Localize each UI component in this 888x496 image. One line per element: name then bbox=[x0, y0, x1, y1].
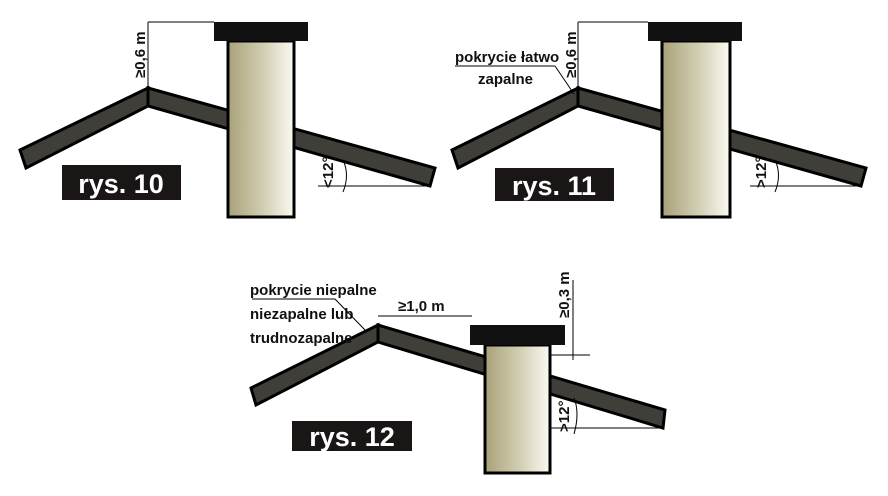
chimney-cap bbox=[648, 22, 742, 41]
height-dimension: ≥0,6 m bbox=[132, 31, 149, 78]
roof-left bbox=[450, 85, 580, 171]
distance-dimension: ≥1,0 m bbox=[398, 298, 445, 315]
note-line: pokrycie łatwo bbox=[455, 49, 559, 66]
chimney-cap bbox=[214, 22, 308, 41]
angle-label: <12° bbox=[320, 157, 337, 188]
chimney-body bbox=[660, 39, 732, 219]
figure-label-box bbox=[62, 165, 181, 200]
figure-11: ≥0,6 m pokrycie łatwo zapalne >12° rys. … bbox=[450, 21, 868, 219]
figure-label-box bbox=[495, 168, 614, 201]
note-line: zapalne bbox=[478, 71, 533, 88]
figure-label: rys. 10 bbox=[78, 169, 164, 199]
figure-label-box bbox=[292, 421, 412, 451]
figure-10: ≥0,6 m <12° rys. 10 bbox=[18, 21, 437, 219]
height-dimension: ≥0,3 m bbox=[556, 271, 573, 318]
angle-label: >12° bbox=[753, 157, 770, 188]
height-dimension: ≥0,6 m bbox=[563, 31, 580, 78]
figure-label: rys. 12 bbox=[309, 422, 395, 452]
figure-12: ≥1,0 m ≥0,3 m pokrycie niepalne niezapal… bbox=[249, 271, 667, 475]
figure-label: rys. 11 bbox=[512, 171, 596, 201]
note-line: niezapalne lub bbox=[250, 306, 353, 323]
angle-label: >12° bbox=[556, 401, 573, 432]
roof-left bbox=[18, 85, 150, 171]
chimney-body bbox=[483, 343, 552, 475]
note-line: trudnozapalne bbox=[250, 330, 353, 347]
chimney-body bbox=[226, 39, 296, 219]
chimney-cap bbox=[470, 325, 565, 345]
note-line: pokrycie niepalne bbox=[250, 282, 377, 299]
